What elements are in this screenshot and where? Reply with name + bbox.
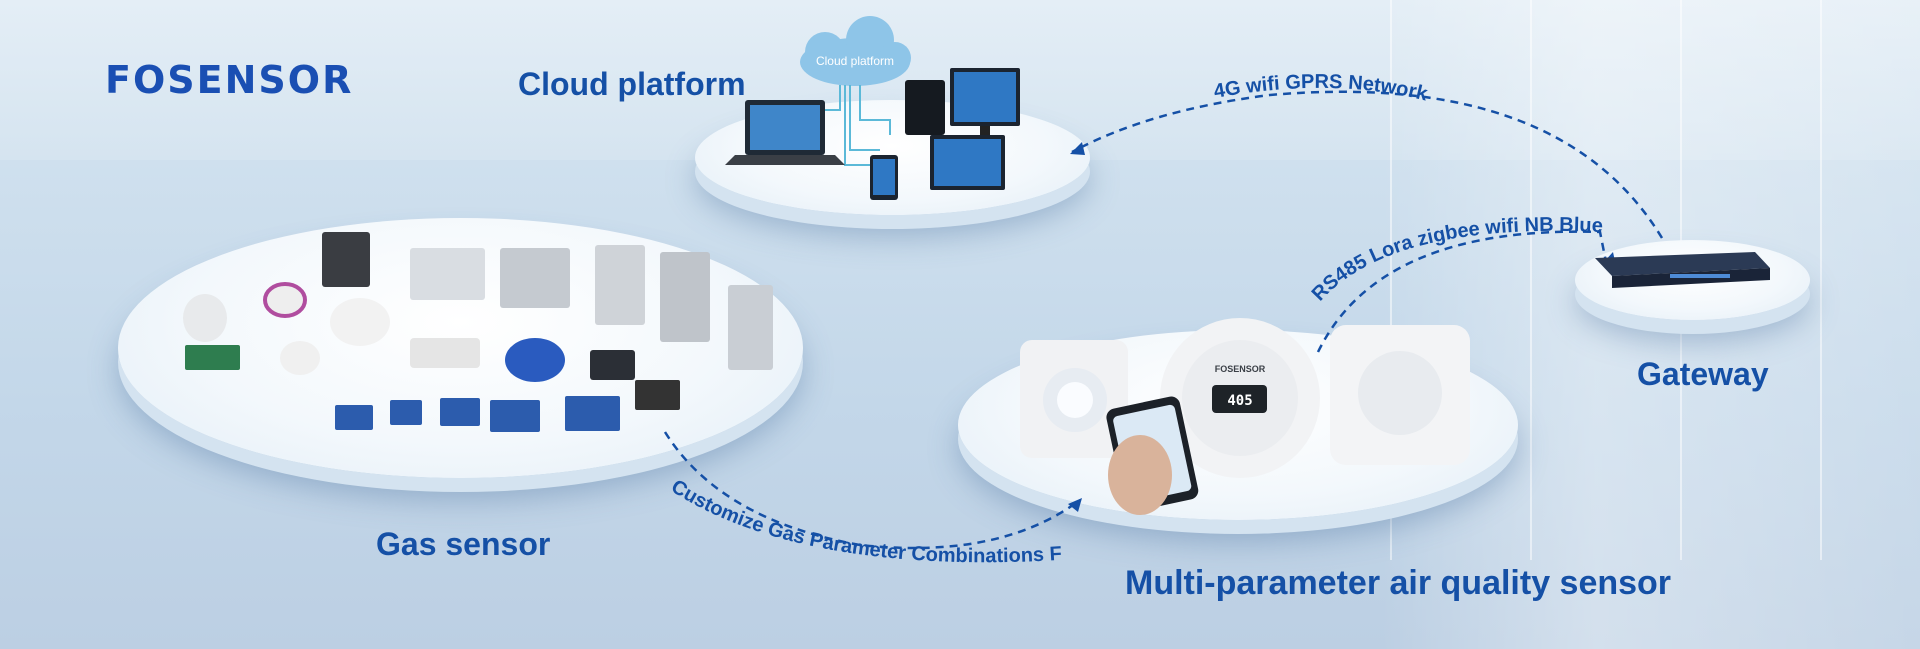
cloud-platform-label: Cloud platform: [518, 66, 746, 102]
arrowhead-multi: [1068, 498, 1082, 512]
arrowhead-cloud: [1070, 142, 1085, 155]
gateway-label: Gateway: [1637, 356, 1769, 392]
monitor-icon: [930, 135, 1005, 190]
window-pane: [1390, 0, 1392, 560]
laptop-icon: [725, 100, 845, 165]
device-brand-text: FOSENSOR: [1215, 364, 1266, 374]
multi-parameter-label: Multi-parameter air quality sensor: [1125, 564, 1672, 602]
pc-tower-icon: [905, 80, 945, 135]
customize-arrow: [663, 431, 1081, 550]
fosensor-logo: FOSENSOR: [105, 58, 354, 102]
hand: [1108, 435, 1172, 515]
window-pane: [1530, 0, 1532, 560]
gateway-router-icon: [1595, 252, 1770, 288]
monitor-icon: [950, 68, 1020, 138]
cloud-icon: Cloud platform: [800, 16, 911, 86]
device-reading-text: 405: [1227, 393, 1252, 409]
air-sensor-grill-icon: [1330, 325, 1470, 465]
tablet-icon: [870, 155, 898, 200]
window-pane: [1820, 0, 1822, 560]
background-window: [1380, 0, 1920, 649]
gas-sensor-label: Gas sensor: [376, 526, 551, 562]
air-sensor-square-icon: [1020, 340, 1128, 458]
network-arrow-top: [1071, 90, 1664, 239]
network-arrow-gateway: [1316, 230, 1608, 353]
air-sensor-round-icon: FOSENSOR 405: [1160, 318, 1320, 478]
gas-sensor-module-icon: [183, 232, 773, 432]
cloud-bubble-text: Cloud platform: [816, 54, 894, 68]
top-network-text: 4G wifi GPRS Network: [1212, 71, 1430, 106]
